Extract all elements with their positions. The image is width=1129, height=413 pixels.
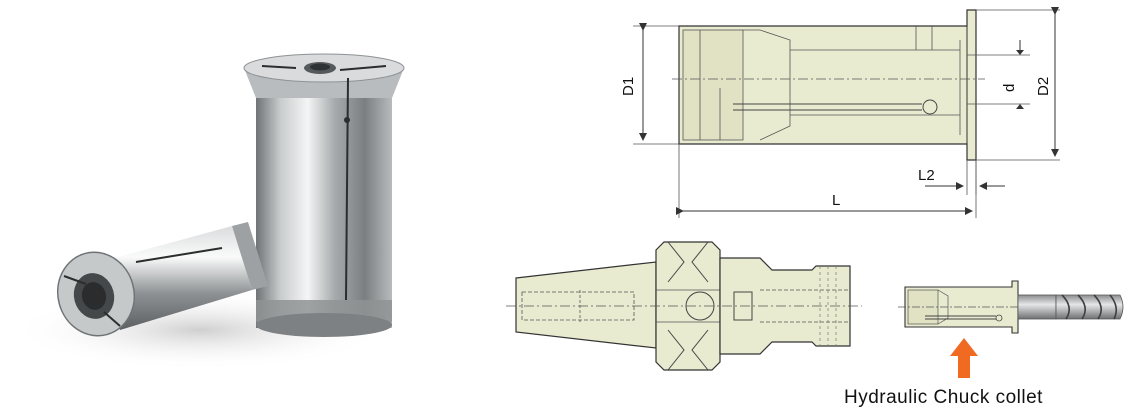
orange-arrow-icon [950, 338, 978, 378]
collet-with-tool-drawing [898, 280, 1124, 334]
chuck-holder-drawing [506, 241, 862, 371]
dim-label-l2: L2 [918, 167, 935, 184]
collet-photo [10, 53, 405, 370]
caption-label: Hydraulic Chuck collet [844, 387, 1043, 408]
callout: Hydraulic Chuck collet [844, 338, 1043, 408]
dim-label-d: d [1001, 84, 1018, 92]
collet-drawing: D1 D2 d L2 L [620, 7, 1060, 218]
dim-label-d1: D1 [620, 77, 637, 96]
dim-label-l: L [832, 192, 840, 209]
small-collet [56, 222, 268, 337]
end-mill-tool [1017, 294, 1124, 320]
large-collet [243, 53, 405, 337]
dim-label-d2: D2 [1035, 77, 1052, 96]
slot-end-hole [922, 99, 938, 115]
